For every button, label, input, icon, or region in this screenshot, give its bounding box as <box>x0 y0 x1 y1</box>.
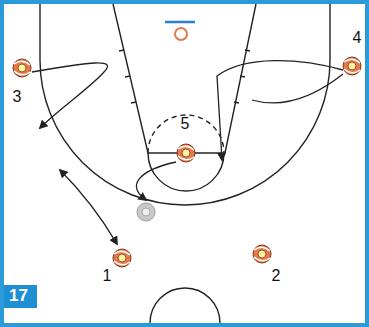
player-swirl <box>254 247 270 261</box>
player-head <box>182 149 190 157</box>
lane <box>113 4 256 153</box>
player-number: 1 <box>103 268 112 284</box>
backboard <box>165 21 195 24</box>
player-body <box>253 245 271 263</box>
figure-number: 17 <box>9 286 28 305</box>
ghost-player <box>137 203 155 221</box>
player-body <box>13 59 31 77</box>
center-circle <box>150 288 220 323</box>
player-swirl <box>114 251 130 265</box>
player-head <box>258 250 266 258</box>
player-marker: 4 <box>338 52 366 80</box>
screen-path <box>136 162 176 200</box>
player-marker: 3 <box>8 54 36 82</box>
player-icon <box>338 52 366 80</box>
frame <box>2 2 367 325</box>
player-body <box>343 57 361 75</box>
cut-path <box>252 74 343 103</box>
player-icon <box>172 139 200 167</box>
lane-marks <box>119 50 250 103</box>
player-icon <box>108 244 136 272</box>
player-marker: 5 <box>172 139 200 167</box>
player-head <box>118 254 126 262</box>
player-number: 2 <box>272 268 281 284</box>
player-swirl <box>178 146 194 160</box>
player-number: 3 <box>13 89 22 105</box>
player-number: 4 <box>353 30 362 46</box>
player-number: 5 <box>181 116 190 132</box>
cut-path <box>217 61 343 160</box>
cut-path <box>32 63 108 128</box>
player-marker: 2 <box>248 240 276 268</box>
player-swirl <box>14 61 30 75</box>
move-path <box>60 170 117 244</box>
rim <box>175 28 187 40</box>
player-head <box>18 64 26 72</box>
player-body <box>177 144 195 162</box>
figure-number-box: 17 <box>4 285 37 308</box>
three-point-line <box>40 4 330 205</box>
player-icon <box>248 240 276 268</box>
player-body <box>113 249 131 267</box>
player-marker: 1 <box>108 244 136 272</box>
player-icon <box>8 54 36 82</box>
player-head <box>348 62 356 70</box>
player-swirl <box>344 59 360 73</box>
